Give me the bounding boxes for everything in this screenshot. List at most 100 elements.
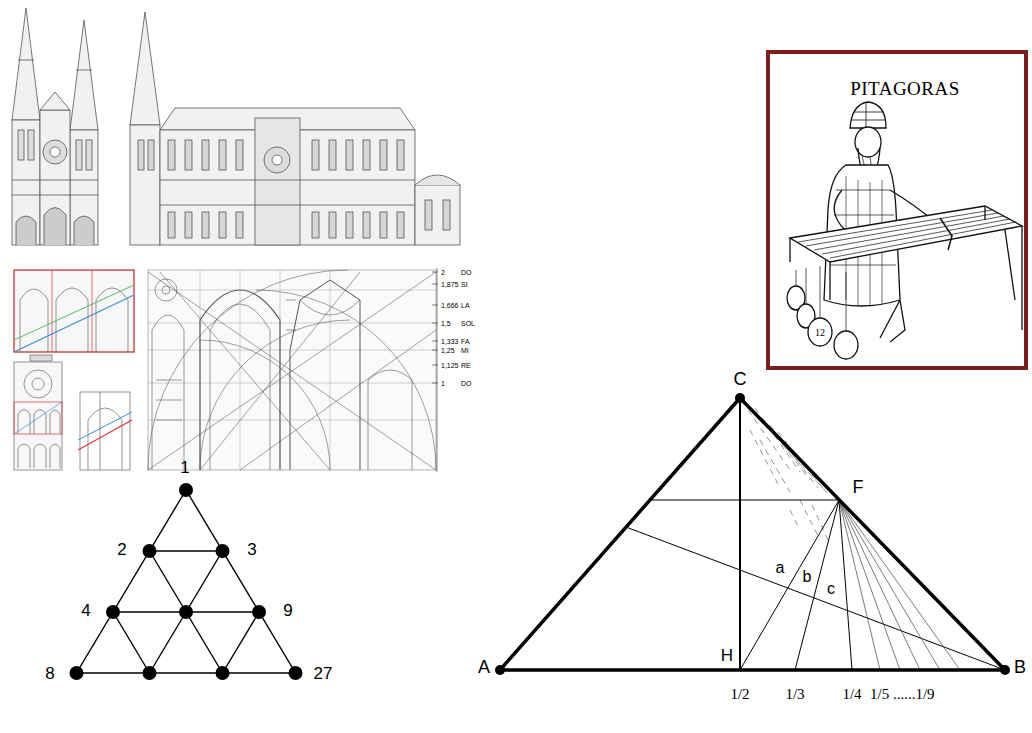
point-label: H xyxy=(721,647,733,664)
cathedral-facade-part xyxy=(43,140,67,164)
harmonic-triangle-part-part xyxy=(795,500,839,670)
fraction-label: 1/2 xyxy=(730,687,749,702)
analysis-drawings-part xyxy=(14,402,62,434)
ratio-value: 1 xyxy=(441,380,445,387)
proportion-drawing-part-part xyxy=(148,323,436,324)
cathedral-facade-part xyxy=(18,60,34,61)
harmonic-triangle-part-part xyxy=(735,393,745,403)
pythagoras-woodcut-part xyxy=(808,318,832,346)
proportion-drawing-part-part xyxy=(148,272,436,470)
point-label: B xyxy=(1014,658,1026,676)
cathedral-facade-part xyxy=(44,208,66,246)
proportion-drawing-part xyxy=(148,270,436,470)
ratio-value: 1,125 xyxy=(441,362,459,369)
pythagoras-woodcut-part xyxy=(852,102,886,128)
proportion-drawing-part-part xyxy=(432,284,438,285)
pythagoras-woodcut-part xyxy=(834,331,858,359)
proportion-drawing-part-part xyxy=(160,272,330,470)
note-name: SI xyxy=(461,281,468,288)
analysis-drawings-part xyxy=(14,402,62,434)
harmonic-triangle-part xyxy=(500,398,1005,670)
cathedral-facade-part xyxy=(40,92,70,110)
harmonic-triangle-part-part xyxy=(790,510,800,530)
point-label: F xyxy=(853,478,864,496)
proportion-drawing-part-part xyxy=(432,341,438,342)
analysis-drawings-part xyxy=(52,270,53,352)
point-label: b xyxy=(803,569,812,585)
harmonic-triangle-part-part xyxy=(839,500,900,670)
note-name: SOL xyxy=(461,320,475,327)
proportion-drawing-part xyxy=(148,270,436,470)
cathedral-elevation-part-part xyxy=(148,140,154,170)
ratio-value: 1,875 xyxy=(441,281,459,288)
lambda-triangle-part xyxy=(150,551,223,673)
cathedral-facade-part xyxy=(74,216,94,245)
lambda-triangle-part-part xyxy=(70,666,84,680)
lambda-triangle-part-part xyxy=(289,666,303,680)
cathedral-elevation-part xyxy=(415,175,460,185)
lambda-triangle-part-part xyxy=(216,544,230,558)
proportion-drawing-part-part xyxy=(148,270,348,470)
analysis-drawings xyxy=(14,270,134,470)
proportion-drawing-part-part xyxy=(432,305,438,306)
cathedral-elevation-part-part xyxy=(168,212,175,238)
harmonic-triangle-part xyxy=(839,500,960,670)
harmonic-triangle-part-part xyxy=(1000,665,1010,675)
cathedral-elevation-part-part xyxy=(397,212,404,238)
ratio-value: 2 xyxy=(441,269,445,276)
cathedral-elevation-part-part xyxy=(185,212,192,238)
pythagoras-woodcut-part xyxy=(850,102,886,128)
harmonic-triangle-part xyxy=(626,500,1005,670)
fraction-label: 1/5 ......1/9 xyxy=(870,687,935,702)
pythagoras-woodcut-part xyxy=(1005,230,1015,300)
proportion-drawing-part-part xyxy=(200,270,201,470)
cathedral-elevation-part-part xyxy=(236,140,243,170)
analysis-drawings-part xyxy=(100,392,101,470)
cathedral-elevation-part-part xyxy=(363,212,370,238)
lambda-triangle-part-part xyxy=(179,483,193,497)
cathedral-elevation-part xyxy=(160,205,415,206)
harmonic-triangle-part-part xyxy=(748,410,790,470)
proportion-drawing-part-part xyxy=(148,383,436,384)
cathedral-elevation-part-part xyxy=(185,140,192,170)
note-name: DO xyxy=(461,269,472,276)
proportion-drawing-part-part xyxy=(432,272,438,273)
cathedral-elevation-part xyxy=(138,140,450,238)
harmonic-triangle-part-part xyxy=(786,448,830,496)
cathedral-elevation-part xyxy=(415,185,460,245)
cathedral-elevation-part-part xyxy=(219,140,226,170)
harmonic-triangle-part-part xyxy=(839,500,940,670)
lambda-triangle-part-part xyxy=(143,544,157,558)
cathedral-facade-part xyxy=(12,180,98,181)
analysis-drawings-part xyxy=(96,288,128,352)
pythagoras-woodcut-part xyxy=(790,206,1022,330)
cathedral-elevation-part xyxy=(130,12,160,125)
lambda-triangle-part-part xyxy=(106,605,120,619)
cathedral-elevation-part-part xyxy=(219,212,226,238)
note-name: MI xyxy=(461,347,469,354)
harmonic-triangle-part-part xyxy=(839,500,880,670)
proportion-drawing-part-part xyxy=(200,320,350,470)
cathedral-elevation-part-part xyxy=(380,140,387,170)
cathedral-elevation-part-part xyxy=(397,140,404,170)
pythagoras-woodcut-part xyxy=(768,52,1026,368)
proportion-drawing-part-part xyxy=(280,270,281,470)
harmonic-triangle-part-part xyxy=(760,440,790,492)
ratio-value: 1,25 xyxy=(441,347,455,354)
cathedral-elevation-part-part xyxy=(312,140,319,170)
cathedral-elevation-part-part xyxy=(202,212,209,238)
lambda-triangle-part xyxy=(223,612,260,673)
proportion-drawing-part-part xyxy=(200,340,330,470)
proportion-drawing-part-part xyxy=(256,290,436,470)
cathedral-elevation-part xyxy=(272,155,282,165)
note-name: LA xyxy=(461,302,470,309)
proportion-drawing-part-part xyxy=(330,270,331,470)
point-label: A xyxy=(478,658,490,676)
point-label: C xyxy=(734,370,747,388)
proportion-drawing-part xyxy=(432,272,438,383)
analysis-drawings-part xyxy=(92,270,93,352)
pythagoras-woodcut xyxy=(768,52,1026,368)
lambda-triangle-part xyxy=(113,612,150,673)
analysis-drawings-part xyxy=(88,408,122,470)
